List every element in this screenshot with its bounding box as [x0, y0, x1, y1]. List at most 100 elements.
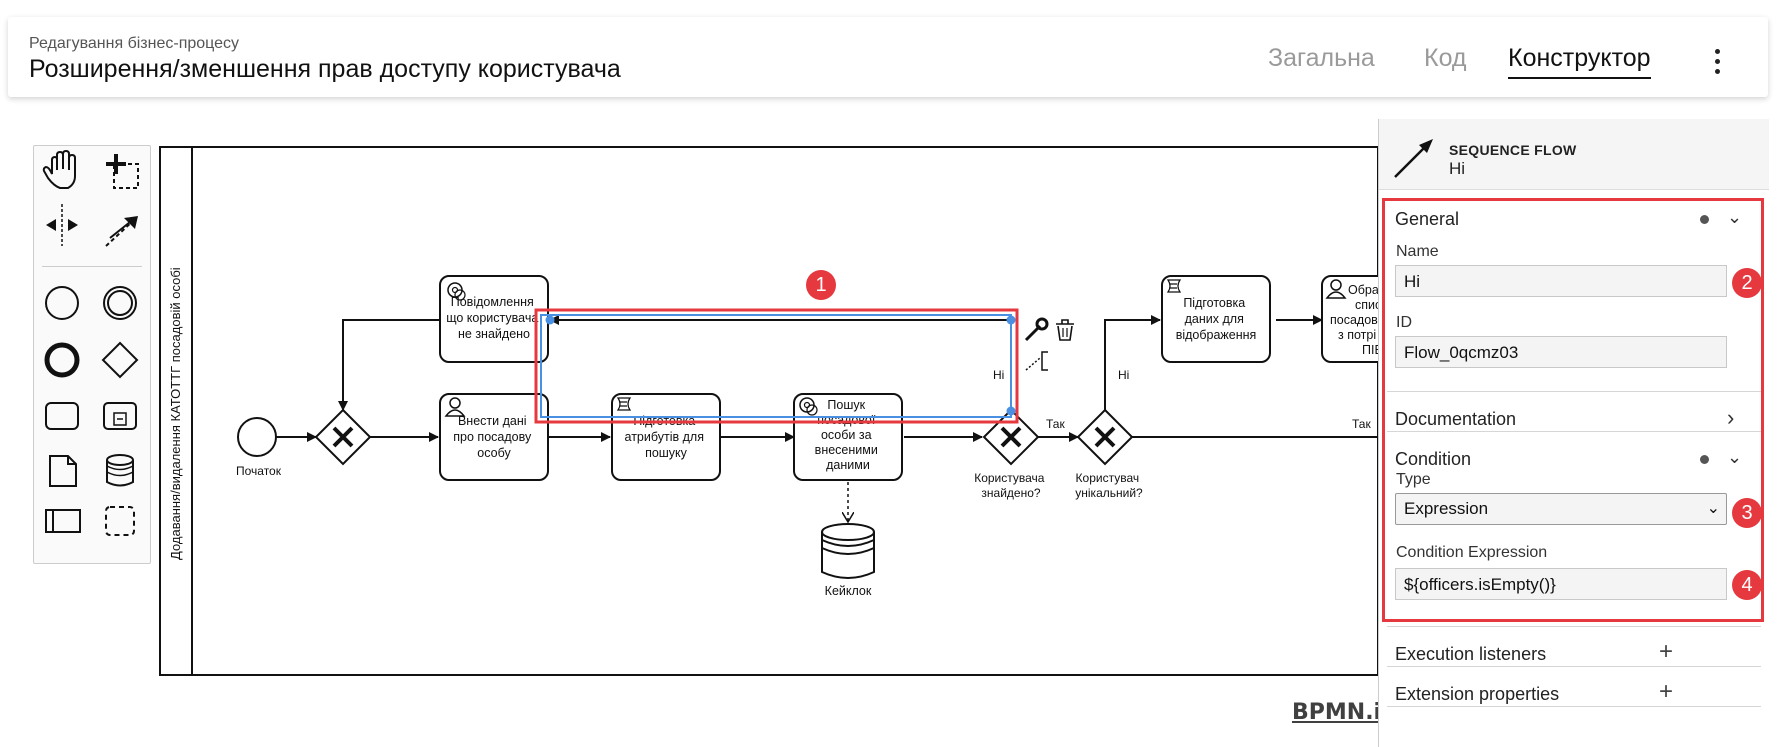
merge-gateway[interactable] [314, 408, 372, 466]
script-task-icon [616, 397, 632, 411]
gateway-found-label-1: Користувача [974, 471, 1045, 485]
add-execution-listener-plus-icon[interactable]: + [1659, 638, 1674, 665]
name-input[interactable]: Ні [1395, 265, 1727, 297]
properties-panel: SEQUENCE FLOW Ні General ⌄ Name Ні ID Fl… [1378, 119, 1769, 747]
add-extension-property-plus-icon[interactable]: + [1659, 678, 1674, 705]
task-search-line-4: внесеними [815, 443, 878, 457]
task-prepare-attributes[interactable]: Підготовка атрибутів для пошуку [611, 393, 721, 481]
tab-constructor[interactable]: Конструктор [1508, 44, 1651, 79]
palette-divider [42, 266, 142, 267]
svg-text:Користувач унікальний?: Користувач унікальний? [1075, 471, 1143, 500]
task-display-line-3: відображення [1176, 328, 1257, 342]
flow-label-no-2: Ні [1118, 368, 1129, 382]
type-label: Type [1396, 471, 1431, 488]
participant-pool[interactable] [159, 146, 1378, 676]
waypoint-handle[interactable] [545, 315, 555, 325]
data-store-keycloak[interactable] [821, 523, 875, 579]
task-choose-line-1: Обрати [1348, 283, 1378, 297]
task-prepare-display[interactable]: Підготовка даних для відображення [1161, 275, 1271, 363]
group-documentation-header[interactable]: Documentation › [1379, 399, 1769, 439]
gateway-found-label-2: знайдено? [981, 486, 1040, 500]
task-enter-data[interactable]: Внести дані про посадову особу [439, 393, 549, 481]
start-event-label: Початок [236, 464, 282, 478]
page-subtitle: Редагування бізнес-процесу [29, 35, 240, 52]
trash-icon[interactable] [1056, 319, 1074, 341]
group-tool-icon[interactable] [105, 506, 135, 536]
text-annotation-icon[interactable] [1025, 351, 1048, 371]
task-choose-line-3: посадов [1330, 313, 1378, 327]
svg-text:Підготовка даних для: Підготовка даних для відображення [1176, 296, 1257, 342]
group-condition-header[interactable]: Condition ⌄ [1379, 439, 1769, 479]
task-notify[interactable]: Повідомлення що користувача не знайдено [439, 275, 549, 363]
group-execution-listeners-header[interactable]: Execution listeners + [1379, 634, 1769, 674]
lane-label: Додавання/видалення КАТОТТГ посадовій ос… [168, 267, 183, 560]
data-store-tool-icon[interactable] [106, 454, 134, 487]
gateway-unique-label-2: унікальний? [1075, 486, 1143, 500]
group-extension-properties-header[interactable]: Extension properties + [1379, 674, 1769, 714]
pool-tool-icon[interactable] [45, 509, 81, 533]
subprocess-tool-icon[interactable] [103, 402, 137, 430]
connect-tool-icon[interactable] [105, 216, 138, 247]
group-general-header[interactable]: General ⌄ [1379, 199, 1769, 239]
annotation-badge-1: 1 [806, 270, 836, 300]
start-event[interactable] [237, 417, 277, 457]
annotation-badge-3: 3 [1732, 498, 1762, 528]
svg-text:Користувача знайдено?: Користувача знайдено? [974, 471, 1048, 500]
tab-general[interactable]: Загальна [1268, 44, 1375, 72]
space-tool-icon[interactable] [46, 204, 78, 246]
waypoint-handle[interactable] [1006, 315, 1016, 325]
script-task-icon [1166, 279, 1182, 293]
bpmn-diagram: Додавання/видалення КАТОТТГ посадовій ос… [159, 146, 1378, 676]
data-object-tool-icon[interactable] [49, 455, 77, 487]
divider [1387, 666, 1761, 667]
divider [1387, 626, 1761, 627]
task-prepare-line-2: атрибутів для [625, 430, 704, 444]
element-name: Ні [1449, 159, 1466, 178]
task-tool-icon[interactable] [45, 402, 79, 430]
wrench-icon[interactable] [1024, 317, 1049, 342]
hand-tool-icon[interactable] [42, 149, 76, 189]
start-event-tool-icon[interactable] [45, 286, 79, 320]
group-general-label: General [1395, 209, 1460, 229]
task-choose-officer[interactable]: Обрати спис посадов з потрі ПІБ [1321, 275, 1378, 363]
more-menu-icon[interactable] [1713, 49, 1721, 79]
group-execution-listeners-label: Execution listeners [1395, 644, 1547, 664]
flow-label-yes-2: Так [1352, 417, 1371, 431]
sequence-flow-icon [1394, 139, 1433, 178]
element-type: SEQUENCE FLOW [1449, 142, 1577, 158]
annotation-badge-4: 4 [1732, 570, 1762, 600]
task-search-line-2: посадової [817, 413, 876, 427]
tab-code[interactable]: Код [1424, 44, 1467, 72]
divider [1387, 391, 1761, 392]
chevron-right-icon[interactable]: › [1727, 405, 1735, 430]
group-extension-properties-label: Extension properties [1395, 684, 1560, 704]
page-title: Розширення/зменшення прав доступу корист… [29, 55, 621, 83]
svg-text:Внести дані про посадову: Внести дані про посадову особу [453, 414, 534, 460]
condition-type-select[interactable]: Expression ⌄ [1395, 493, 1727, 525]
service-task-gear-icon [799, 397, 818, 416]
data-store-label: Кейклок [825, 584, 872, 598]
gateway-tool-icon[interactable] [101, 341, 139, 379]
task-notify-line-1: Повідомлення [451, 295, 534, 309]
group-condition-label: Condition [1395, 449, 1472, 469]
gateway-unique-label-1: Користувач [1076, 471, 1140, 485]
chevron-down-icon[interactable]: ⌄ [1727, 207, 1743, 227]
task-display-line-2: даних для [1185, 312, 1244, 326]
id-input[interactable]: Flow_0qcmz03 [1395, 336, 1727, 368]
task-search[interactable]: Пошук посадової особи за внесеними даним… [793, 393, 903, 481]
task-search-line-3: особи за [821, 428, 872, 442]
task-choose-line-4: з потрі [1338, 328, 1376, 342]
task-search-line-1: Пошук [827, 398, 865, 412]
divider [1387, 706, 1761, 707]
gateway-user-unique[interactable] [1076, 408, 1134, 466]
task-enter-line-3: особу [477, 446, 511, 460]
task-notify-line-2: що користувача [446, 311, 538, 325]
chevron-down-icon[interactable]: ⌄ [1727, 447, 1743, 467]
task-display-line-1: Підготовка [1183, 296, 1245, 310]
condition-expression-input[interactable]: ${officers.isEmpty()} [1395, 568, 1727, 600]
waypoint-handle[interactable] [1006, 406, 1016, 416]
end-event-tool-icon[interactable] [44, 342, 80, 378]
name-label: Name [1396, 243, 1439, 260]
lasso-tool-icon[interactable] [106, 154, 139, 189]
intermediate-event-tool-icon[interactable] [103, 286, 137, 320]
